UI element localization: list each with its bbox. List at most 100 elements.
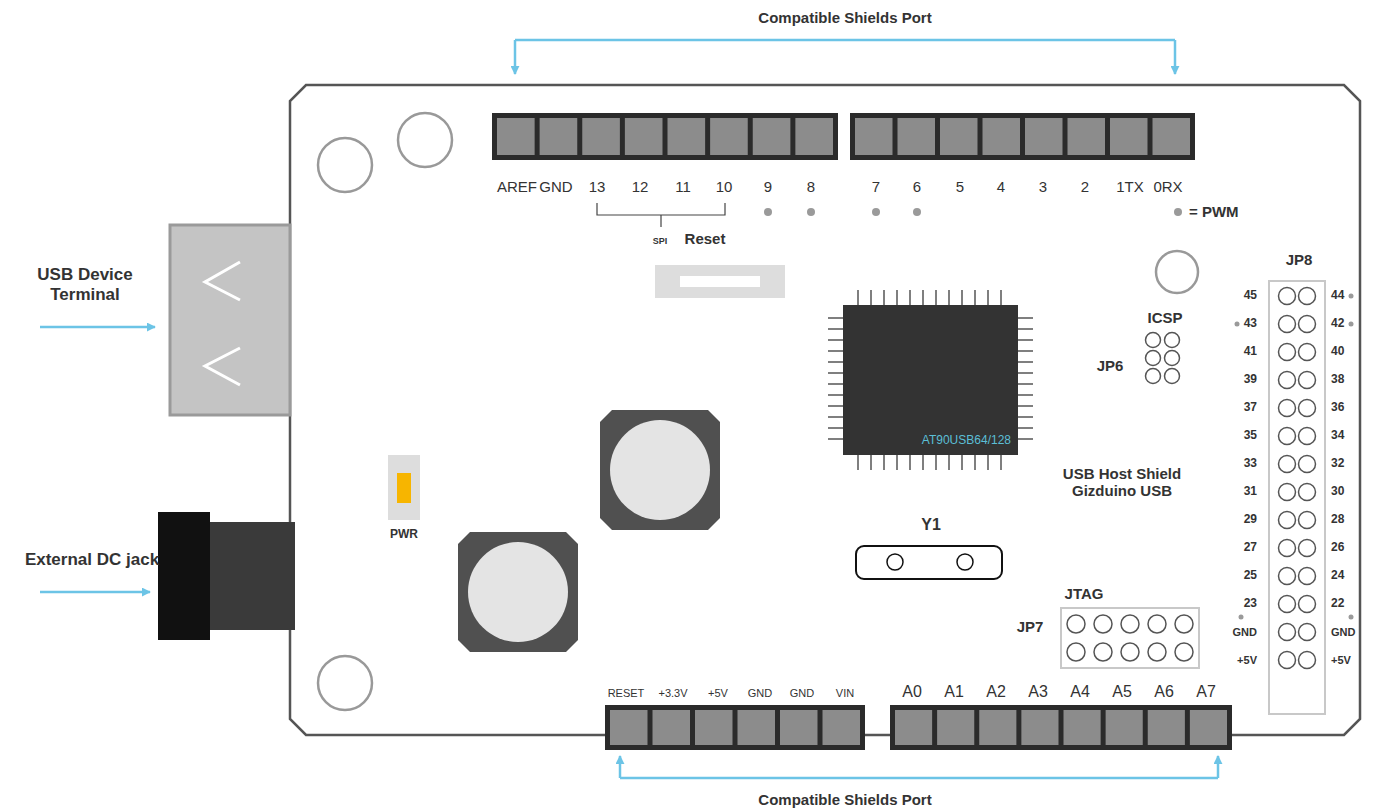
header-socket [1068,118,1106,155]
chip-pin [922,455,924,470]
chip-pin [935,290,937,305]
pin-name: +5V [708,687,728,700]
chip-pin [828,416,843,418]
header-socket [937,710,974,745]
jtag-pin [1121,643,1139,661]
mounting-hole [318,138,372,192]
pin-header [850,113,1195,160]
pin-name: 12 [632,178,649,195]
chip-pin [883,455,885,470]
chip-pin [828,438,843,440]
pin-header [890,705,1232,750]
jtag-pin [1175,615,1193,633]
pin-name: VIN [836,687,854,700]
jp8-pin [1279,568,1296,585]
jp8-pin [1299,400,1316,417]
jp8-pin [1279,288,1296,305]
pin-name: A2 [986,683,1006,701]
chip-pin [896,455,898,470]
jp8-pin [1299,344,1316,361]
chip-pin [828,405,843,407]
dc-jack-body [210,522,295,630]
pin-number: 45 [1244,289,1257,303]
jtag-pin [1121,615,1139,633]
header-socket [898,118,936,155]
jp8-pin [1299,596,1316,613]
chip-pin [828,383,843,385]
shield-port-arrow [620,777,1218,780]
power-led: PWR [388,455,420,520]
board-outline [290,85,1360,735]
jtag-pin [1067,643,1085,661]
header-socket [1021,710,1058,745]
callout-label: External DC jack [25,550,159,570]
chip-pin [922,290,924,305]
pin-name: 0RX [1153,178,1182,195]
header-socket [1148,710,1185,745]
header-socket [582,118,620,155]
pin-number: +5V [1237,654,1257,667]
jp8-pin [1299,652,1316,669]
header-socket [738,710,776,745]
pin-name: 9 [764,178,772,195]
pin-header [492,113,838,160]
pin-number: 30 [1331,485,1344,499]
dc-jack [158,512,210,640]
part-detail [397,473,411,503]
crystal: Y1 [855,545,1003,580]
header-socket [653,710,691,745]
microcontroller-chip: AT90USB64/128 [843,305,1018,455]
chip-pin [987,455,989,470]
chip-pin [974,290,976,305]
usb-connector [170,225,290,415]
jtag-header: JTAGJP7 [1060,607,1200,669]
header-socket [780,710,818,745]
capacitor [600,410,720,530]
jp8-pin [1299,484,1316,501]
chip-pin [1018,383,1033,385]
pin-name: 10 [716,178,733,195]
pointer-arrow [40,591,150,594]
jp8-pin [1279,372,1296,389]
pin-number: 26 [1331,541,1344,555]
chip-pin [896,290,898,305]
header-socket [940,118,978,155]
port-title: Compatible Shields Port [758,9,931,26]
jp8-pin [1279,344,1296,361]
shield-port-arrow [1217,756,1220,778]
header-name: ICSP [1147,309,1182,326]
chip-pin [1018,317,1033,319]
jp8-pin [1299,372,1316,389]
header-socket [1025,118,1063,155]
chip-pin [828,394,843,396]
pin-name: A6 [1154,683,1174,701]
header-socket [753,118,791,155]
pin-name: 1TX [1116,178,1144,195]
chip-pin [1018,405,1033,407]
chip-pin [1000,455,1002,470]
part-label: Reset [685,230,726,247]
header-socket [710,118,748,155]
header-socket [668,118,706,155]
callout-label: USB Device Terminal [29,265,141,304]
chip-pin [1018,328,1033,330]
jp8-pin [1299,624,1316,641]
pin-number: 32 [1331,457,1344,471]
pin-number: 36 [1331,401,1344,415]
jp8-header: JP8 [1268,280,1326,715]
chip-pin [828,372,843,374]
chip-pin [961,455,963,470]
chip-pin [870,455,872,470]
pwm-key: = PWM [1189,203,1239,220]
board-name: USB Host Shield Gizduino USB [1047,465,1197,500]
chip-pin [828,339,843,341]
part-label: JP8 [1286,251,1313,268]
chip-pin [857,290,859,305]
chip-pin [935,455,937,470]
pin-number: 28 [1331,513,1344,527]
chip-pin [1018,361,1033,363]
crystal-pad [957,554,973,570]
shield-port-arrow [1174,40,1177,74]
pin-number: 37 [1244,401,1257,415]
chip-pin [1018,339,1033,341]
